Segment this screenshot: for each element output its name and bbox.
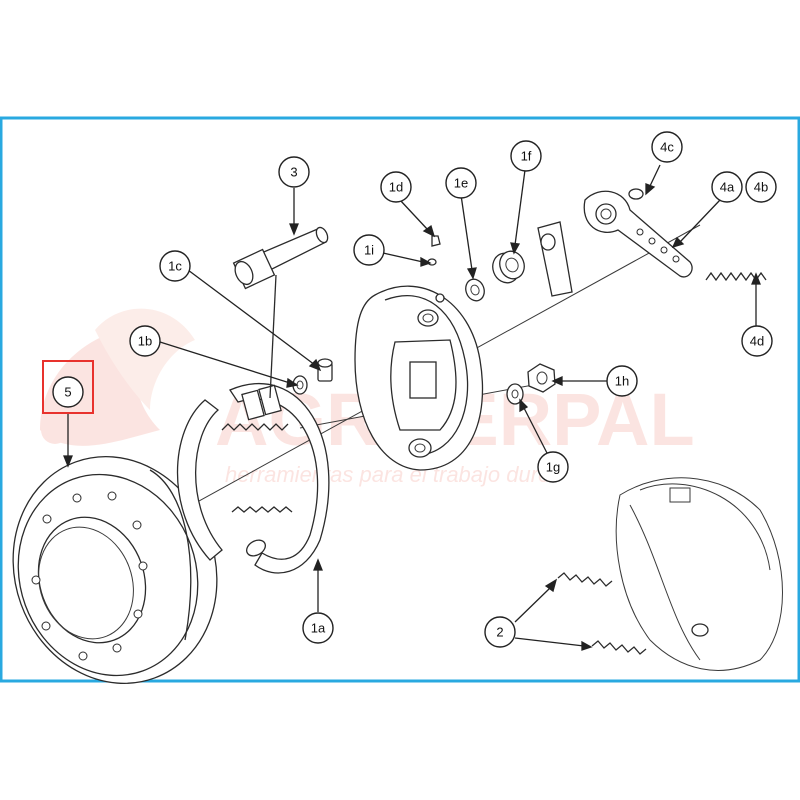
clip-4c: [628, 188, 644, 200]
callout-label: 1f: [521, 149, 532, 164]
cam-bracket: [537, 221, 573, 297]
watermark-tagline: herramientas para el trabajo duro: [225, 462, 550, 487]
callout-label: 4b: [754, 180, 768, 195]
slack-adjuster: [583, 190, 693, 278]
callout-label: 4c: [660, 140, 674, 155]
callout-1c: 1c: [159, 250, 191, 282]
callout-5: 5: [52, 376, 84, 408]
callout-label: 2: [496, 625, 503, 640]
callout-label: 1g: [546, 460, 560, 475]
brake-shoe-assembly: [176, 383, 330, 574]
callout-3: 3: [278, 156, 310, 188]
callout-2: 2: [484, 616, 516, 648]
callout-label: 3: [290, 165, 297, 180]
callout-1b: 1b: [129, 325, 161, 357]
callout-1e: 1e: [445, 167, 477, 199]
bushing-1c: [317, 358, 333, 382]
washer-1g: [506, 383, 524, 405]
callout-1i: 1i: [353, 234, 385, 266]
shoe-spring-lower: [591, 640, 647, 655]
backing-plate: [354, 285, 484, 471]
callout-label: 1c: [168, 259, 182, 274]
nut-1h: [527, 363, 556, 393]
shoe-spring-upper: [557, 572, 613, 587]
brake-drum: [12, 456, 218, 684]
callout-4a: 4a: [711, 171, 743, 203]
callout-label: 1d: [389, 180, 403, 195]
callout-1d: 1d: [380, 171, 412, 203]
callout-1f: 1f: [510, 140, 542, 172]
assembled-shoe-view: [557, 477, 783, 671]
leader-lines: [63, 164, 761, 651]
lower-shoe-spring: [231, 506, 293, 513]
callout-1h: 1h: [606, 365, 638, 397]
callout-label: 4d: [750, 334, 764, 349]
upper-shoe-spring: [221, 423, 289, 431]
callout-label: 1b: [138, 334, 152, 349]
bushing-1f: [492, 250, 525, 284]
highlight-box: [42, 360, 94, 414]
callout-4d: 4d: [741, 325, 773, 357]
callout-label: 5: [64, 385, 71, 400]
callout-label: 1a: [311, 621, 326, 636]
callout-label: 4a: [720, 180, 735, 195]
callout-4b: 4b: [745, 171, 777, 203]
washer-1e: [465, 278, 485, 302]
camshaft: [232, 226, 329, 399]
callout-1a: 1a: [302, 612, 334, 644]
callout-1g: 1g: [537, 451, 569, 483]
callout-label: 1e: [454, 176, 468, 191]
diagram-frame: [0, 116, 800, 683]
callout-label: 1h: [615, 374, 629, 389]
clip-1d: [431, 235, 441, 247]
callout-label: 1i: [364, 243, 374, 258]
callout-4c: 4c: [651, 131, 683, 163]
